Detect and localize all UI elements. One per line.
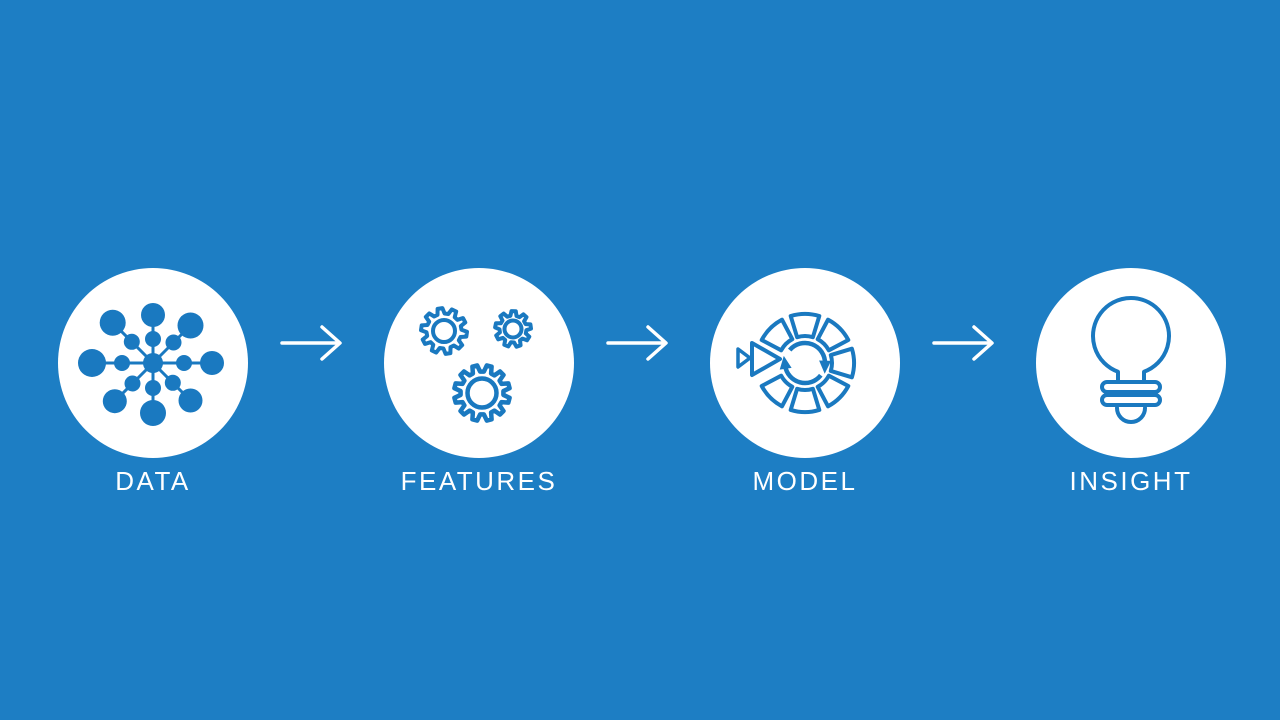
stage-label: FEATURES	[400, 466, 558, 496]
stage-insight: INSIGHT	[1036, 268, 1226, 508]
stage-model: MODEL	[710, 268, 900, 508]
bulb-band	[1100, 393, 1162, 407]
gears-icon	[419, 306, 533, 423]
stage-features: FEATURES	[384, 268, 574, 508]
flow-arrow-icon	[932, 325, 994, 361]
model-circle	[710, 268, 900, 458]
stage-label: DATA	[115, 466, 191, 496]
data-circle	[58, 268, 248, 458]
data-network-icon	[78, 303, 224, 426]
model-process-icon	[736, 312, 856, 414]
bulb-band	[1100, 380, 1162, 394]
lightbulb-icon	[1091, 295, 1171, 424]
features-circle	[384, 268, 574, 458]
bulb-globe	[1091, 295, 1171, 384]
stage-label: MODEL	[752, 466, 858, 496]
flow-arrow-icon	[280, 325, 342, 361]
flow-arrow-icon	[606, 325, 668, 361]
stage-label: INSIGHT	[1069, 466, 1193, 496]
insight-circle	[1036, 268, 1226, 458]
stage-data: DATA	[58, 268, 248, 508]
bulb-base-cap	[1115, 406, 1147, 424]
